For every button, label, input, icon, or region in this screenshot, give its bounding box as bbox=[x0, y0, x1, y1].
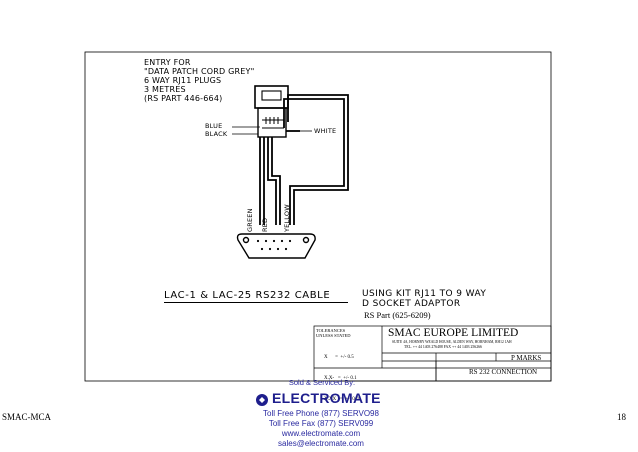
cable-title-underline bbox=[164, 302, 348, 303]
wire-label-white: WHITE bbox=[314, 127, 337, 135]
entry-line: ENTRY FOR bbox=[144, 58, 191, 67]
tolerances-sub: UNLESS STATED bbox=[316, 333, 351, 338]
company-address: SUITE 4A, HORNBY WEALD HOUSE, ALDEN WAY,… bbox=[392, 340, 512, 344]
tolerance-line: X.XX = +/- 0.05 bbox=[324, 397, 362, 402]
entry-line: 6 WAY RJ11 PLUGS bbox=[144, 76, 222, 85]
contact-fax: Toll Free Fax (877) SERV099 bbox=[268, 419, 374, 428]
kit-line: USING KIT RJ11 TO 9 WAY bbox=[362, 289, 487, 299]
wire-label-blue: BLUE bbox=[205, 122, 223, 130]
drawing-title: RS 232 CONNECTION bbox=[469, 368, 538, 376]
footer-left-label: SMAC-MCA bbox=[2, 412, 52, 422]
rj11-plug bbox=[254, 85, 289, 138]
contact-phone: Toll Free Phone (877) SERVO98 bbox=[263, 409, 379, 418]
tolerance-values: X = +/- 0.5 X.X- = +/- 0.1 X.XX = +/- 0.… bbox=[324, 340, 361, 410]
tolerance-line: X.X- = +/- 0.1 bbox=[324, 376, 357, 381]
sold-by: Sold & Serviced By: bbox=[288, 378, 356, 387]
entry-line: "DATA PATCH CORD GREY" bbox=[144, 67, 255, 76]
page-number: 18 bbox=[617, 412, 626, 422]
contact-web[interactable]: www.electromate.com bbox=[281, 429, 361, 438]
rj11-pins bbox=[265, 117, 279, 124]
kit-line: D SOCKET ADAPTOR bbox=[362, 299, 461, 309]
wire-label-green: GREEN bbox=[246, 208, 254, 232]
cable-title: LAC-1 & LAC-25 RS232 CABLE bbox=[164, 290, 331, 301]
d-connector-pins bbox=[256, 239, 292, 251]
tolerance-line: X = +/- 0.5 bbox=[324, 355, 354, 360]
tolerances-heading: TOLERANCES UNLESS STATED bbox=[316, 328, 351, 338]
leader-lines bbox=[232, 126, 312, 135]
wire-label-black: BLACK bbox=[205, 130, 228, 138]
title-block bbox=[313, 325, 552, 382]
tolerances-label: TOLERANCES bbox=[316, 328, 346, 333]
wire-bundle bbox=[259, 94, 349, 225]
brand-name: ELECTROMATE bbox=[272, 390, 381, 406]
entry-line: 3 METRES bbox=[144, 85, 186, 94]
entry-note: ENTRY FOR "DATA PATCH CORD GREY" 6 WAY R… bbox=[144, 58, 254, 103]
wire-label-red: RED bbox=[261, 217, 269, 232]
rs-part: RS Part (625-6209) bbox=[364, 310, 431, 320]
entry-line: (RS PART 446-664) bbox=[144, 94, 223, 103]
contact-email[interactable]: sales@electromate.com bbox=[278, 439, 364, 448]
electromate-logo-icon bbox=[255, 392, 269, 406]
company-tel: TEL. ++ 44 1403 276488 FAX ++ 44 1403 25… bbox=[404, 345, 482, 349]
wire-label-yellow: YELLOW bbox=[283, 204, 291, 232]
kit-note: USING KIT RJ11 TO 9 WAY D SOCKET ADAPTOR bbox=[362, 289, 486, 309]
d-connector bbox=[236, 233, 316, 259]
drawn-by: P MARKS bbox=[511, 354, 542, 362]
company-name: SMAC EUROPE LIMITED bbox=[388, 327, 519, 339]
